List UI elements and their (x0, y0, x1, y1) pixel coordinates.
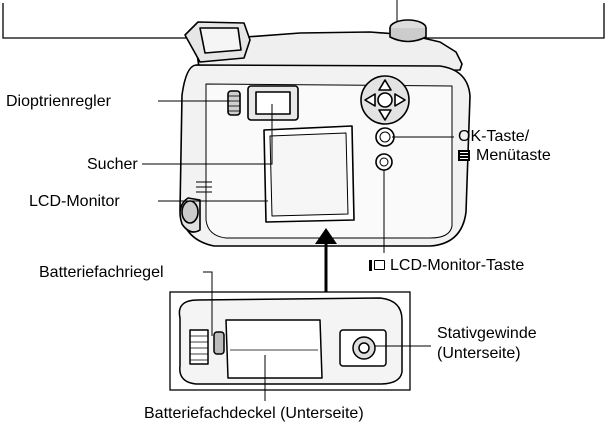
lcd-monitor-button-label-row: LCD-Monitor-Taste (369, 256, 524, 275)
menu-button-label-row: Menütaste (458, 146, 551, 165)
viewfinder-label: Sucher (87, 156, 138, 173)
camera-back (179, 19, 471, 247)
lcd-monitor-button-label: LCD-Monitor-Taste (390, 257, 525, 274)
menu-icon (458, 150, 470, 161)
camera-bottom (178, 297, 403, 385)
menu-button-label: Menütaste (476, 147, 551, 164)
leader-lines (142, 100, 454, 401)
tripod-socket-label: Stativgewinde (437, 325, 537, 342)
tripod-socket-sublabel: (Unterseite) (437, 345, 521, 362)
diopter-dial-label: Dioptrienregler (6, 93, 111, 110)
battery-cover-label: Batteriefachdeckel (Unterseite) (144, 405, 364, 422)
lcd-monitor-label: LCD-Monitor (29, 193, 120, 210)
ok-button-label: OK-Taste/ (458, 128, 530, 145)
lcd-monitor-icon (369, 260, 386, 271)
battery-latch-label: Batteriefachriegel (39, 264, 164, 281)
up-arrow-head (315, 228, 337, 244)
